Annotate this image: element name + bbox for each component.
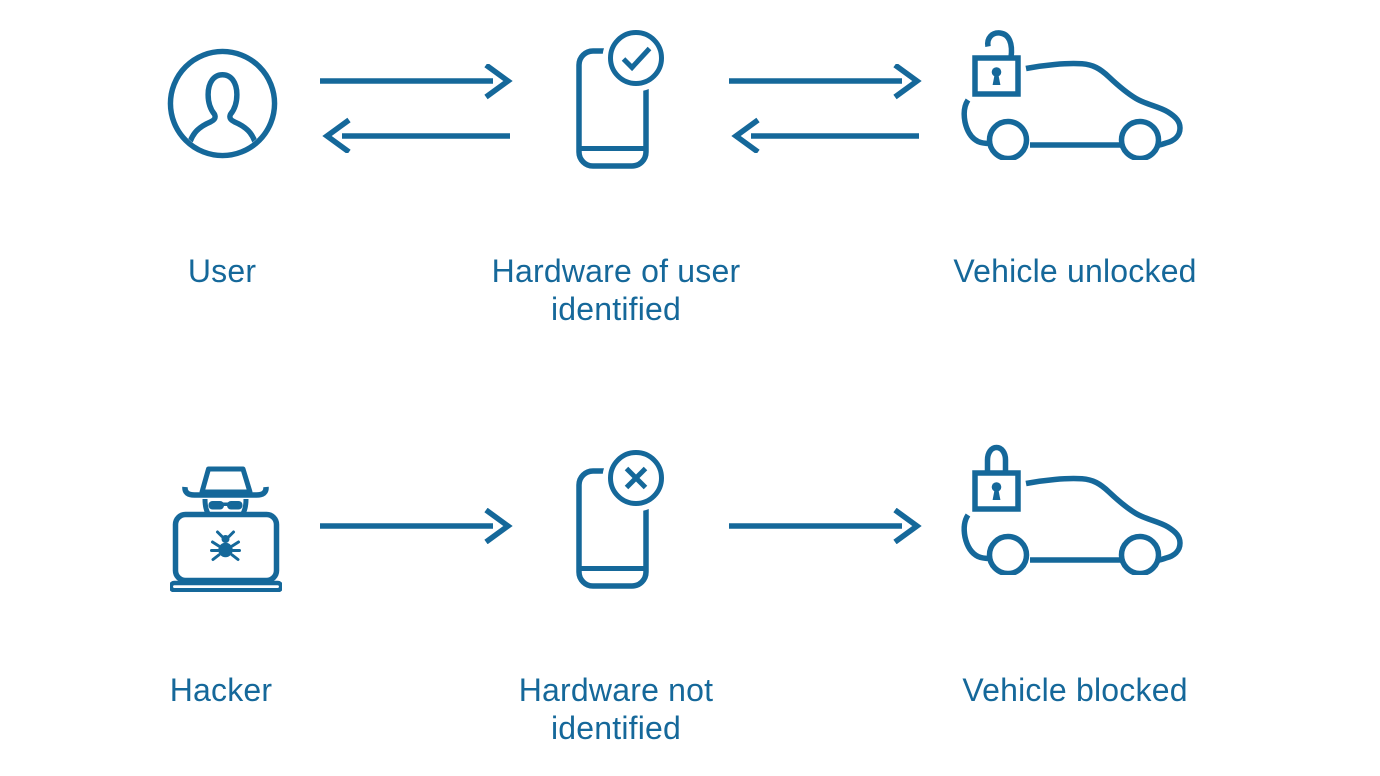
closed-shackle <box>984 444 1009 473</box>
padlock-body <box>972 470 1021 512</box>
front-wheel <box>986 118 1030 160</box>
node-label-hardware-identified: Hardware of user identified <box>491 253 741 327</box>
rear-wheel <box>1118 118 1162 160</box>
hat-crown <box>199 466 253 495</box>
front-wheel <box>986 533 1030 575</box>
node-label-user: User <box>187 253 257 289</box>
node-label-hacker: Hacker <box>169 672 273 708</box>
user-circle-icon <box>165 46 280 161</box>
smartphone-check-icon <box>576 29 666 169</box>
arrow-right <box>320 507 515 545</box>
rear-wheel <box>1118 533 1162 575</box>
cross-mark <box>624 466 648 490</box>
node-label-vehicle-blocked: Vehicle blocked <box>962 672 1188 708</box>
laptop-base <box>170 580 282 592</box>
hat-brim <box>182 486 269 498</box>
hacker-laptop-icon <box>170 466 282 592</box>
car-unlocked-padlock-icon <box>956 28 1188 160</box>
node-label-vehicle-unlocked: Vehicle unlocked <box>953 253 1197 289</box>
smartphone-cross-icon <box>576 449 666 589</box>
check-mark <box>621 46 652 72</box>
sunglasses <box>208 501 243 510</box>
open-shackle <box>985 30 1015 59</box>
car-locked-padlock-icon <box>956 443 1188 575</box>
keyhole <box>991 67 1002 85</box>
node-label-hardware-not-identified: Hardware not identified <box>518 672 714 746</box>
keyhole <box>991 482 1002 500</box>
bug <box>210 530 241 561</box>
bidirectional-arrows <box>320 62 515 155</box>
bidirectional-arrows <box>729 62 924 155</box>
arrow-right <box>729 507 924 545</box>
